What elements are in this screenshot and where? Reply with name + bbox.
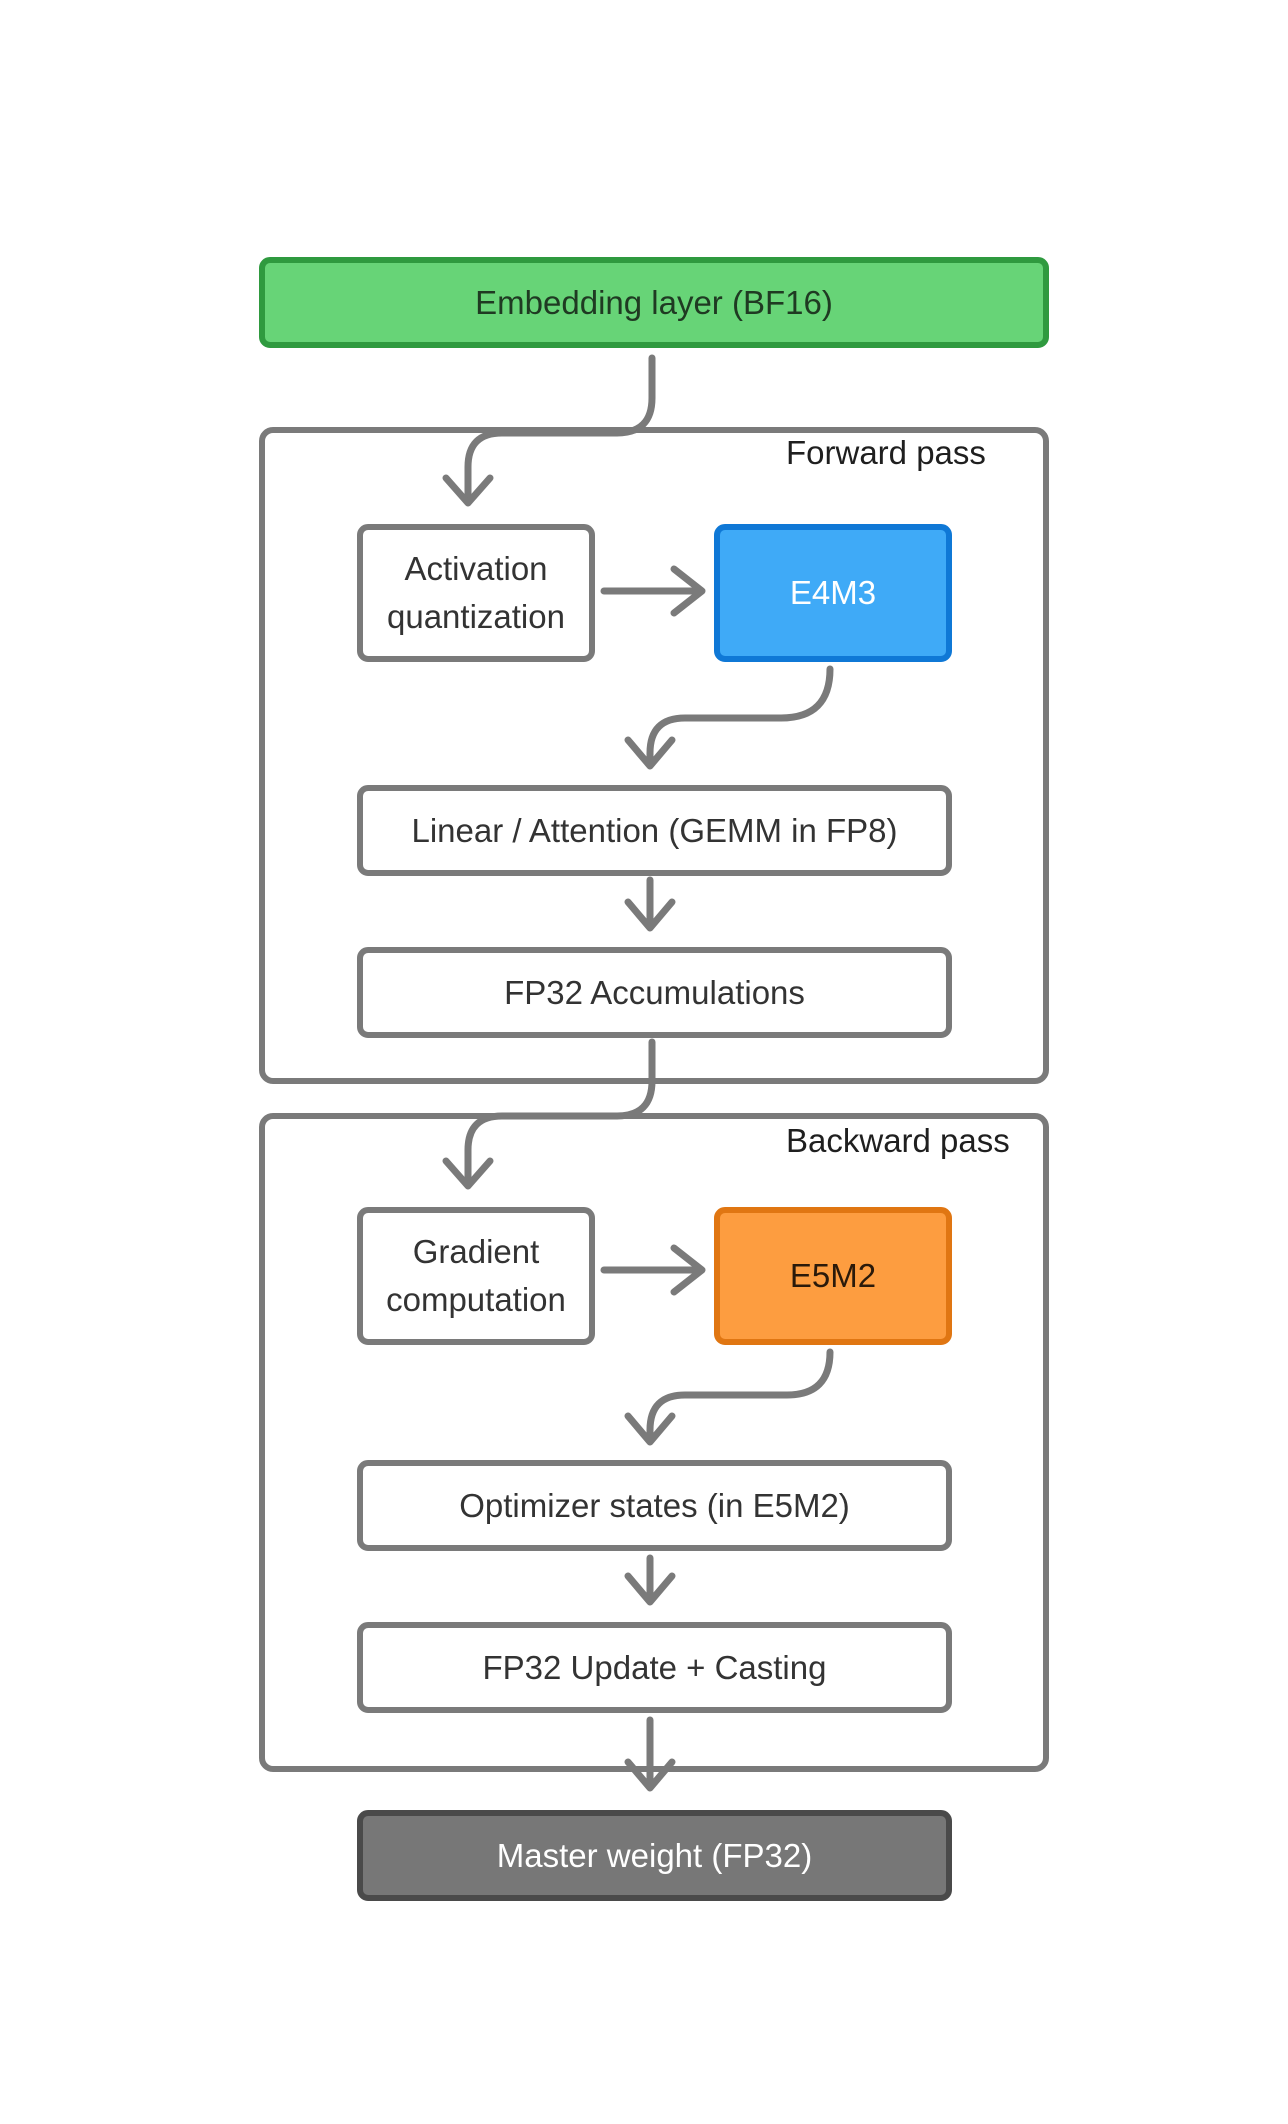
gradient-computation-label: Gradient computation	[386, 1233, 566, 1318]
master-weight-label: Master weight (FP32)	[496, 1836, 813, 1874]
optimizer-states-node: Optimizer states (in E5M2)	[357, 1460, 952, 1551]
fp32-accumulations-label: FP32 Accumulations	[504, 973, 805, 1011]
fp32-update-node: FP32 Update + Casting	[357, 1622, 952, 1713]
fp32-update-label: FP32 Update + Casting	[482, 1648, 827, 1686]
gradient-computation-node: Gradient computation	[357, 1207, 595, 1345]
activation-quantization-label: Activation quantization	[387, 550, 565, 635]
forward-pass-label: Forward pass	[786, 434, 986, 471]
e4m3-label: E4M3	[789, 574, 877, 611]
master-weight-node: Master weight (FP32)	[357, 1810, 952, 1901]
embedding-layer-node: Embedding layer (BF16)	[259, 257, 1049, 348]
fp32-accumulations-node: FP32 Accumulations	[357, 947, 952, 1038]
optimizer-states-label: Optimizer states (in E5M2)	[459, 1486, 850, 1524]
e4m3-node: E4M3	[714, 524, 952, 662]
activation-quantization-node: Activation quantization	[357, 524, 595, 662]
linear-attention-label: Linear / Attention (GEMM in FP8)	[411, 811, 898, 849]
linear-attention-node: Linear / Attention (GEMM in FP8)	[357, 785, 952, 876]
e5m2-node: E5M2	[714, 1207, 952, 1345]
embedding-layer-label: Embedding layer (BF16)	[475, 283, 833, 321]
e5m2-label: E5M2	[789, 1257, 877, 1294]
backward-pass-label: Backward pass	[786, 1122, 1010, 1159]
